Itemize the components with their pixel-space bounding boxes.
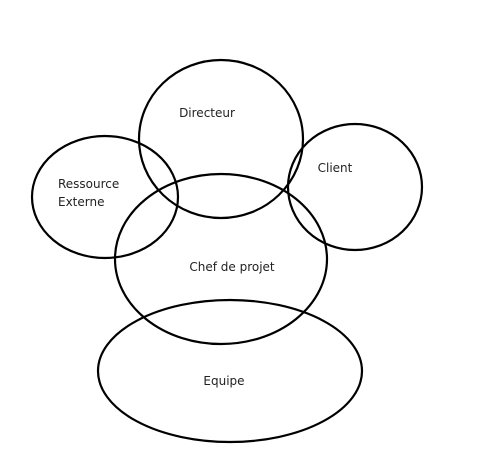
client-ellipse [286, 122, 424, 252]
node-ressource-externe: Ressource Externe [30, 134, 180, 260]
directeur-label: Directeur [179, 106, 235, 120]
node-equipe: Equipe [96, 298, 364, 444]
ressource-externe-label: Ressource Externe [58, 177, 123, 209]
node-chef-de-projet: Chef de projet [113, 172, 329, 346]
equipe-label: Equipe [203, 374, 244, 388]
ressource-externe-label-line-1: Ressource [58, 177, 119, 191]
client-label: Client [318, 161, 353, 175]
equipe-ellipse [96, 298, 364, 444]
ressource-externe-label-line-2: Externe [58, 195, 104, 209]
node-directeur: Directeur [137, 58, 305, 220]
directeur-ellipse [137, 58, 305, 220]
node-client: Client [286, 122, 424, 252]
ressource-externe-ellipse [30, 134, 180, 260]
chef-de-projet-label: Chef de projet [189, 260, 275, 274]
chef-de-projet-ellipse [113, 172, 329, 346]
